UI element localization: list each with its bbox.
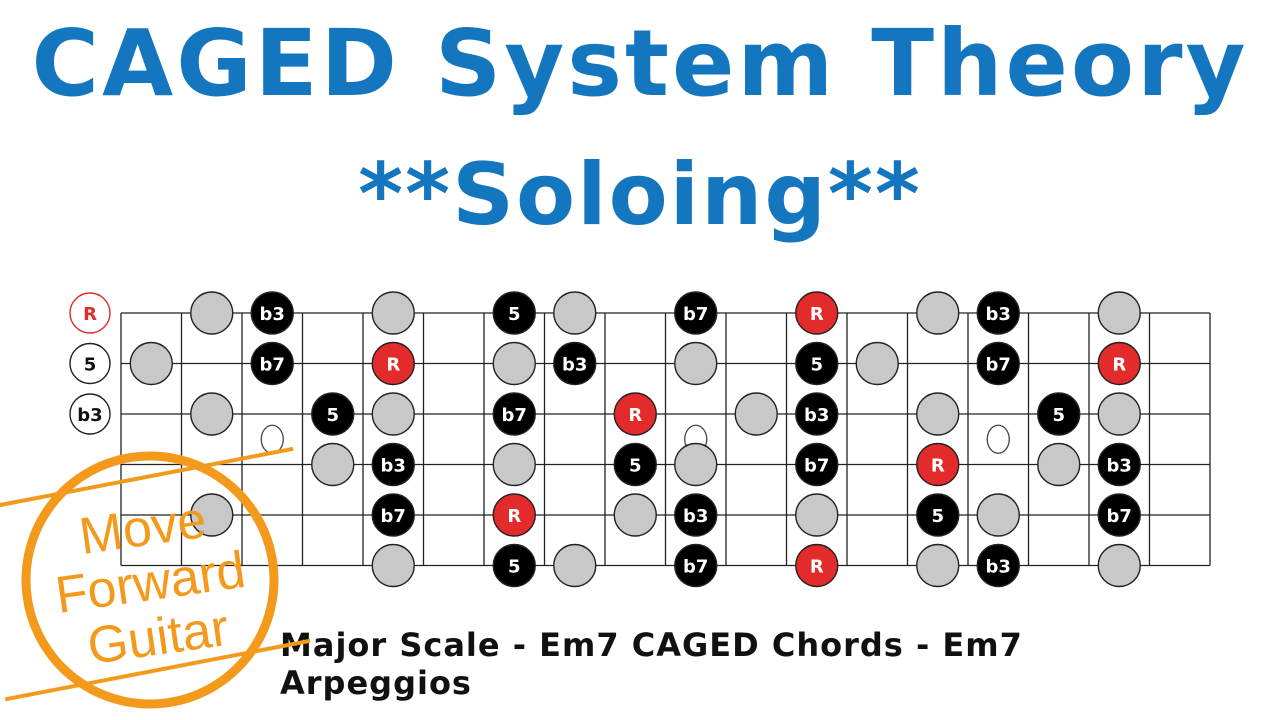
fret-inlay-marker xyxy=(986,424,1010,454)
scale-note xyxy=(371,392,415,436)
open-string-label: 5 xyxy=(84,355,97,376)
note-label: R xyxy=(1112,355,1126,376)
scale-note xyxy=(855,341,899,386)
note-label: b7 xyxy=(683,304,708,325)
chord-tone-note xyxy=(795,392,839,436)
scale-note xyxy=(553,543,597,588)
note-label: b7 xyxy=(804,456,829,477)
scale-note xyxy=(674,442,718,487)
scale-note xyxy=(613,493,657,537)
scale-note xyxy=(190,392,234,436)
chord-tone-note xyxy=(674,543,718,588)
scale-note xyxy=(1097,392,1141,436)
caption: Major Scale - Em7 CAGED Chords - Em7 Arp… xyxy=(280,626,1023,703)
open-string-label: R xyxy=(83,304,97,325)
scale-note xyxy=(795,493,839,537)
scale-note xyxy=(129,341,173,386)
root-note xyxy=(916,442,960,487)
chord-tone-note xyxy=(250,341,294,386)
scale-note xyxy=(553,291,597,335)
scale-note xyxy=(311,442,355,487)
scale-note xyxy=(190,291,234,335)
root-note xyxy=(613,392,657,436)
note-label: b3 xyxy=(986,557,1011,578)
note-label: b3 xyxy=(562,355,587,376)
open-string-note xyxy=(69,292,111,334)
logo-ring xyxy=(21,451,279,709)
chord-tone-note xyxy=(1037,392,1081,436)
note-label: 5 xyxy=(810,355,823,376)
note-label: 5 xyxy=(931,506,944,527)
scale-note xyxy=(492,341,536,386)
root-note xyxy=(795,291,839,335)
chord-tone-note xyxy=(553,341,597,386)
chord-tone-note xyxy=(976,543,1020,588)
note-label: R xyxy=(931,456,945,477)
chord-tone-note xyxy=(250,291,294,335)
chord-tone-note xyxy=(795,442,839,487)
open-string-note xyxy=(69,393,111,435)
scale-note xyxy=(734,392,778,436)
note-label: b7 xyxy=(502,405,527,426)
chord-tone-note xyxy=(371,493,415,537)
note-label: b7 xyxy=(683,557,708,578)
scale-note xyxy=(916,291,960,335)
scale-note xyxy=(1097,543,1141,588)
chord-tone-note xyxy=(976,341,1020,386)
scale-note xyxy=(916,543,960,588)
note-label: b7 xyxy=(1107,506,1132,527)
note-label: b3 xyxy=(986,304,1011,325)
note-label: b7 xyxy=(260,355,285,376)
scale-note xyxy=(1097,291,1141,335)
scale-note xyxy=(916,392,960,436)
chord-tone-note xyxy=(976,291,1020,335)
scale-note xyxy=(371,291,415,335)
subtitle: **Soloing** xyxy=(358,145,922,245)
note-label: R xyxy=(810,557,824,578)
title: CAGED System Theory xyxy=(31,10,1249,117)
note-label: 5 xyxy=(326,405,339,426)
chord-tone-note xyxy=(1097,442,1141,487)
note-label: b7 xyxy=(381,506,406,527)
note-label: 5 xyxy=(508,557,521,578)
note-label: R xyxy=(628,405,642,426)
scale-note xyxy=(492,442,536,487)
chord-tone-note xyxy=(371,442,415,487)
chord-tone-note xyxy=(613,442,657,487)
open-string-label: b3 xyxy=(77,405,102,426)
chord-tone-note xyxy=(492,543,536,588)
note-label: b3 xyxy=(804,405,829,426)
note-label: 5 xyxy=(629,456,642,477)
chord-tone-note xyxy=(492,291,536,335)
note-label: R xyxy=(507,506,521,527)
root-note xyxy=(795,543,839,588)
chord-tone-note xyxy=(674,493,718,537)
note-label: b3 xyxy=(1107,456,1132,477)
chord-tone-note xyxy=(311,392,355,436)
note-label: b3 xyxy=(683,506,708,527)
scale-note xyxy=(371,543,415,588)
note-label: b3 xyxy=(260,304,285,325)
root-note xyxy=(492,493,536,537)
note-label: b7 xyxy=(986,355,1011,376)
note-label: 5 xyxy=(1052,405,1065,426)
chord-tone-note xyxy=(1097,493,1141,537)
root-note xyxy=(1097,341,1141,386)
note-label: R xyxy=(386,355,400,376)
note-label: 5 xyxy=(508,304,521,325)
chord-tone-note xyxy=(916,493,960,537)
scale-note xyxy=(190,493,234,537)
note-label: b3 xyxy=(381,456,406,477)
scale-note xyxy=(674,341,718,386)
chord-tone-note xyxy=(674,291,718,335)
scale-note xyxy=(976,493,1020,537)
chord-tone-note xyxy=(795,341,839,386)
open-string-note xyxy=(69,342,111,385)
note-label: R xyxy=(810,304,824,325)
root-note xyxy=(371,341,415,386)
chord-tone-note xyxy=(492,392,536,436)
move-forward-guitar-logo: Move Forward Guitar xyxy=(0,446,310,709)
scale-note xyxy=(1037,442,1081,487)
